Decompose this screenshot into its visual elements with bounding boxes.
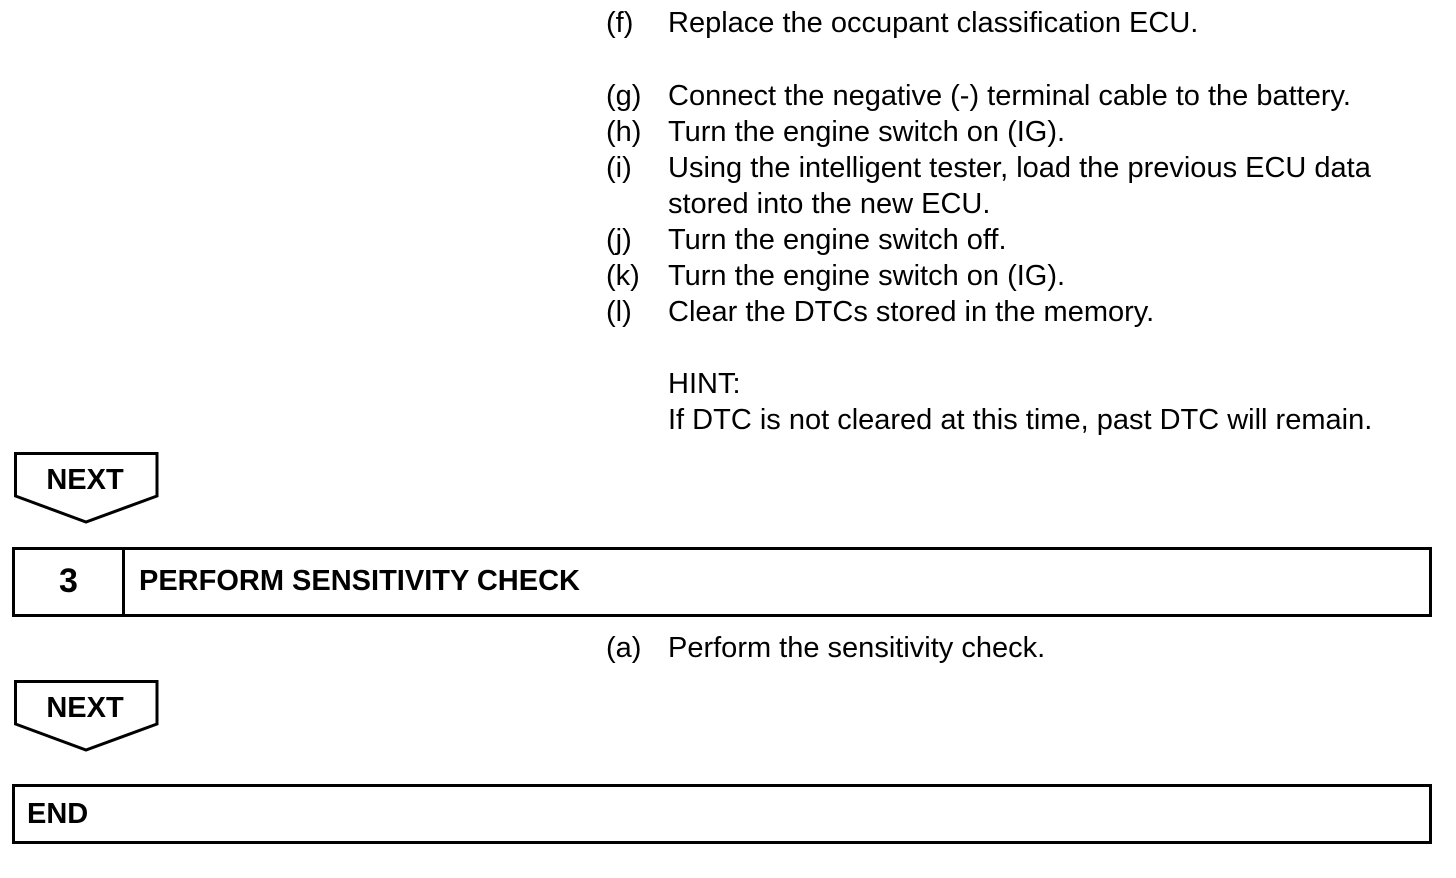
step-text: Clear the DTCs stored in the memory.	[668, 296, 1155, 328]
hint-text: If DTC is not cleared at this time, past…	[668, 404, 1373, 436]
step-text: Turn the engine switch off.	[668, 224, 1007, 256]
step-text: Connect the negative (-) terminal cable …	[668, 80, 1351, 112]
step-label: (l)	[606, 296, 632, 328]
step-label: (a)	[606, 632, 642, 664]
step-label: (g)	[606, 80, 642, 112]
section-title: PERFORM SENSITIVITY CHECK	[139, 565, 580, 597]
step-text-continued: stored into the new ECU.	[668, 188, 991, 220]
step-text: Turn the engine switch on (IG).	[668, 116, 1066, 148]
step-text: Using the intelligent tester, load the p…	[668, 152, 1371, 184]
section-3-header: 3 PERFORM SENSITIVITY CHECK	[12, 547, 1432, 617]
hint-heading: HINT:	[668, 368, 741, 400]
step-text: Turn the engine switch on (IG).	[668, 260, 1066, 292]
step-label: (k)	[606, 260, 640, 292]
step-label: (f)	[606, 7, 634, 39]
next-arrow-shape	[14, 680, 159, 752]
end-label: END	[27, 798, 89, 830]
next-label: NEXT	[46, 692, 124, 724]
end-box: END	[12, 784, 1432, 844]
step-label: (i)	[606, 152, 632, 184]
next-arrow-shape	[14, 452, 159, 524]
next-arrow-2: NEXT	[14, 680, 159, 752]
step-label: (h)	[606, 116, 642, 148]
step-label: (j)	[606, 224, 632, 256]
next-label: NEXT	[46, 464, 124, 496]
next-arrow-1: NEXT	[14, 452, 159, 524]
step-text: Replace the occupant classification ECU.	[668, 7, 1199, 39]
section-number: 3	[15, 550, 125, 614]
step-text: Perform the sensitivity check.	[668, 632, 1046, 664]
